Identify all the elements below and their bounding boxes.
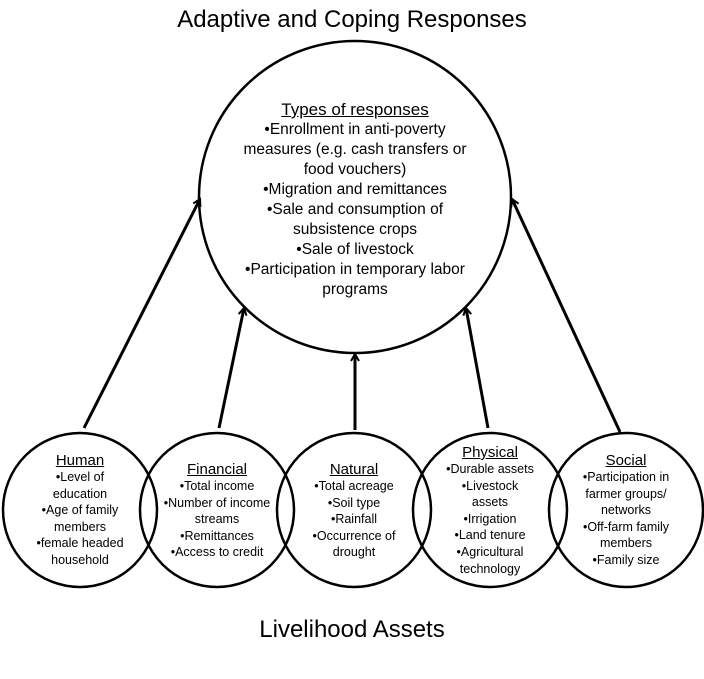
asset-item: •Access to credit [170,545,264,560]
asset-item: •Age of family members [41,503,119,534]
responses-circle [197,39,513,355]
asset-item: •Total acreage [314,479,394,493]
physical-circle [411,431,569,589]
responses-block: Types of responses •Enrollment in anti-p… [235,100,475,300]
responses-heading: Types of responses [281,100,429,119]
asset-item: •Rainfall [330,512,378,527]
asset-item: •Total income [179,479,255,493]
financial-circle [138,431,296,589]
response-item: •Migration and remittances [263,181,447,198]
response-item: •Participation in temporary labor progra… [245,261,465,298]
social-block: Social •Participation in farmer groups/ … [561,452,691,569]
asset-item: •Participation in farmer groups/ network… [582,470,670,518]
arrow-human-to-responses [82,199,200,429]
asset-item: •Durable assets [446,462,534,476]
asset-item: •Family size [592,552,660,567]
arrow-financial-to-responses [217,308,244,429]
arrow-social-to-responses [512,199,622,433]
asset-item: •Land tenure [454,528,526,543]
response-item: •Sale of livestock [296,241,414,258]
asset-item: •Occurrence of drought [312,528,396,560]
human-circle [1,431,159,589]
asset-item: •Off-farm family members [582,519,670,551]
financial-heading: Financial [186,461,248,478]
natural-block: Natural •Total acreage •Soil type •Rainf… [289,461,419,561]
bottom-title: Livelihood Assets [259,616,445,643]
physical-heading: Physical [462,444,518,461]
human-block: Human •Level of education •Age of family… [15,452,145,569]
arrow-physical-to-responses [466,308,490,429]
social-heading: Social [605,452,647,469]
top-title: Adaptive and Coping Responses [177,6,527,33]
human-heading: Human [55,452,105,469]
natural-circle [275,431,433,589]
asset-item: •Soil type [327,495,381,510]
asset-item: •Irrigation [463,511,517,526]
response-item: •Enrollment in anti-poverty measures (e.… [243,121,467,178]
asset-item: •Remittances [180,528,254,543]
asset-item: •Number of income streams [163,495,271,527]
physical-block: Physical •Durable assets •Livestock asse… [425,444,555,577]
asset-item: •Livestock assets [461,478,519,510]
asset-item: •Agricultural technology [456,544,524,576]
response-item: •Sale and consumption of subsistence cro… [266,201,444,238]
natural-heading: Natural [329,461,379,478]
social-circle [547,431,704,589]
asset-item: •Level of education [52,470,108,501]
asset-item: •female headed household [36,536,124,567]
financial-block: Financial •Total income •Number of incom… [152,461,282,561]
